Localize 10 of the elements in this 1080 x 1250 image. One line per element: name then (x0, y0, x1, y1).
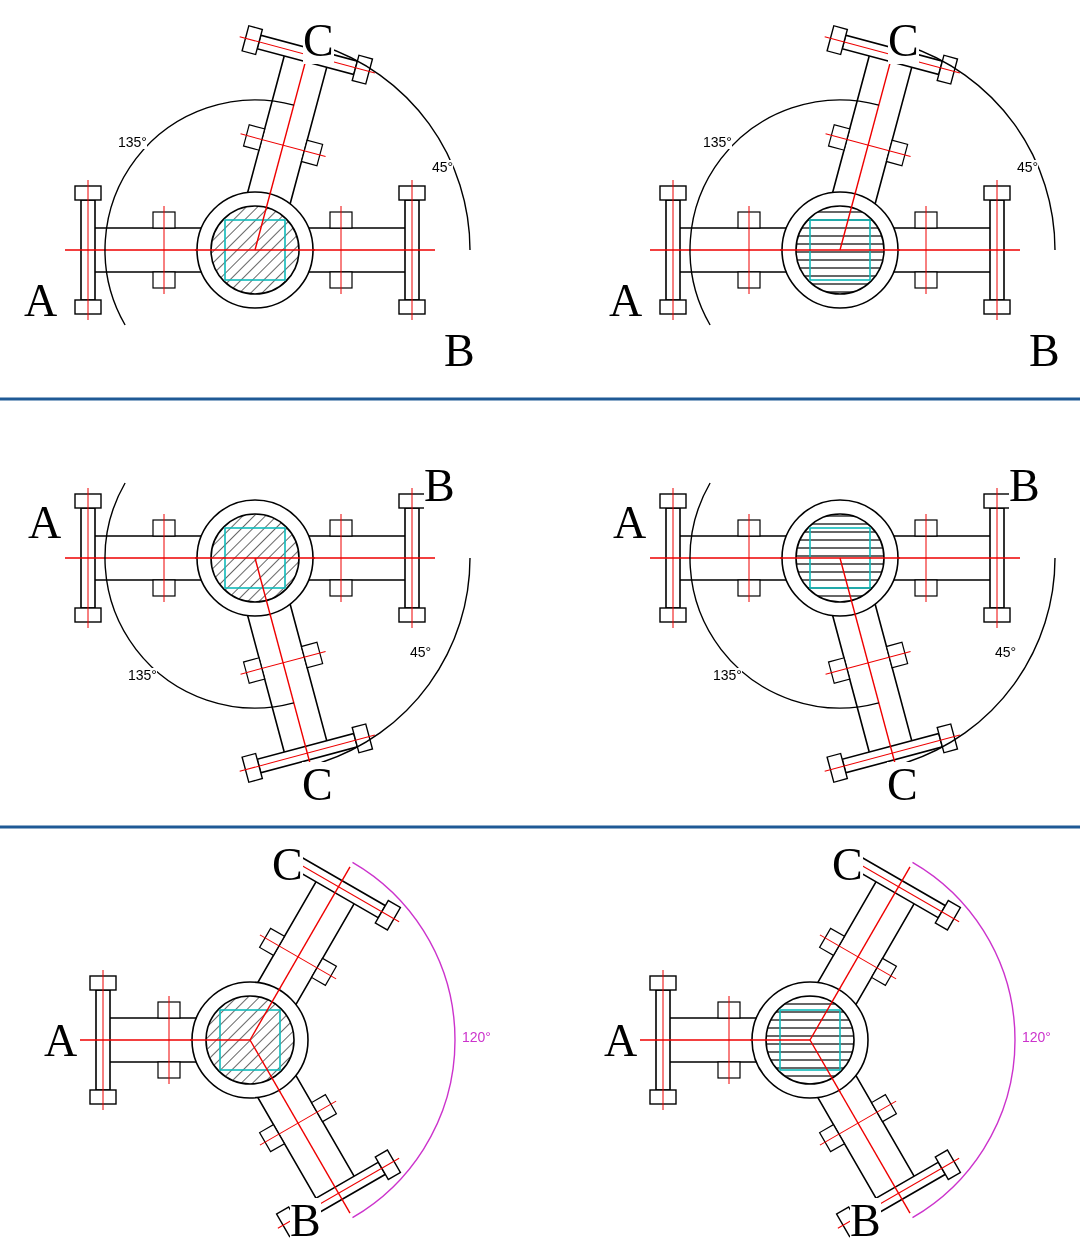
angle-label: 135° (118, 135, 147, 149)
angle-label: 45° (432, 160, 454, 174)
angle-label: 135° (713, 668, 742, 682)
angle-label: 135° (128, 668, 157, 682)
angle-label: 45° (1017, 160, 1039, 174)
angle-label: 45° (995, 645, 1017, 659)
angle-label: 120° (462, 1030, 491, 1044)
angle-label: 120° (1022, 1030, 1051, 1044)
angle-label: 45° (410, 645, 432, 659)
angle-label: 135° (703, 135, 732, 149)
